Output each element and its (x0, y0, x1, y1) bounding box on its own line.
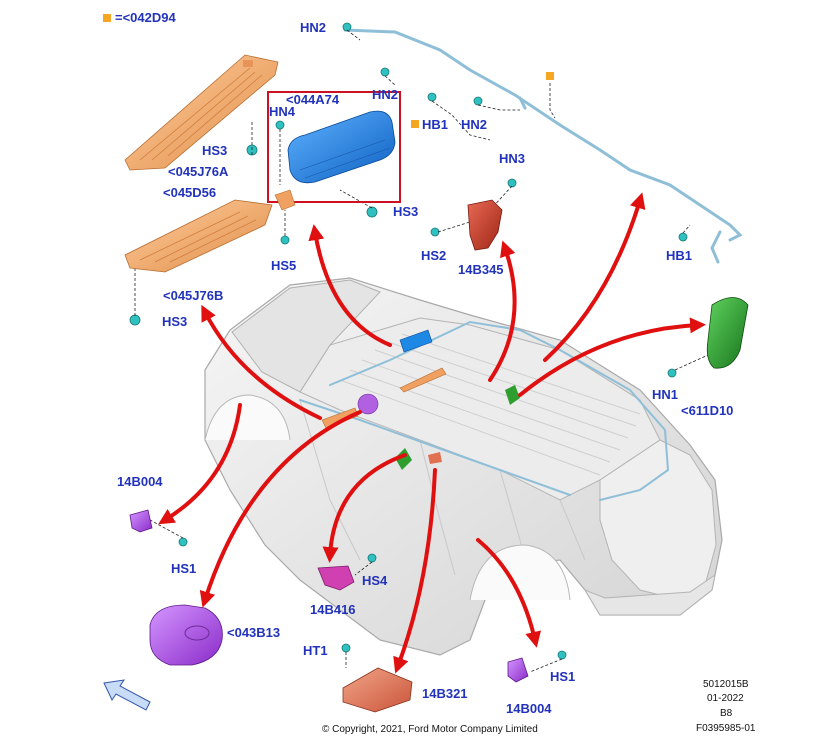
label-045d56: <045D56 (163, 185, 217, 200)
figure-id: F0395985-01 (696, 723, 756, 734)
clip-hs4 (367, 553, 377, 563)
clip-hn2-mid (380, 67, 390, 77)
sensor-14b416 (317, 565, 355, 591)
copyright: © Copyright, 2021, Ford Motor Company Li… (322, 724, 538, 735)
mini-airbag-on-vehicle (399, 329, 433, 353)
label-14b416: 14B416 (310, 602, 356, 617)
harness-top-branch2 (518, 96, 527, 110)
label-hn2-mid: HN2 (372, 87, 399, 102)
airbag-044a74 (287, 110, 396, 184)
clip-hs1-right (557, 650, 567, 660)
harness-top (343, 28, 743, 242)
label-hn4: HN4 (269, 104, 296, 119)
label-hs1-left: HS1 (171, 561, 197, 576)
leader-lines (134, 29, 709, 673)
clip-hs3-lower (129, 314, 141, 326)
label-043b13: <043B13 (227, 625, 281, 640)
sensor-611d10 (706, 297, 749, 369)
mini-bracket-on-vehicle-2 (321, 407, 359, 429)
clip-hs2 (430, 227, 440, 237)
label-hs4: HS4 (362, 573, 388, 588)
legend-marker (103, 14, 111, 22)
module-14b321 (342, 667, 413, 713)
label-hn1: HN1 (652, 387, 679, 402)
label-14b004-right: 14B004 (506, 701, 552, 716)
harness-marker (546, 72, 554, 80)
label-044a74: <044A74 (286, 92, 340, 107)
hb1-marker (411, 120, 419, 128)
label-hn3: HN3 (499, 151, 526, 166)
mini-sensor-on-vehicle-2 (395, 448, 412, 470)
arrow-to-611d10 (518, 317, 706, 397)
harness-top-branch (710, 230, 722, 264)
clip-hn2-top (342, 22, 352, 32)
arrow-to-harness (543, 192, 646, 362)
drawing-date: 01-2022 (707, 693, 744, 704)
drawing-revision: B8 (720, 708, 733, 719)
label-hb1-right: HB1 (666, 248, 693, 263)
clip-hb1-right (678, 232, 688, 242)
sensor-14b004-left (129, 509, 153, 533)
label-hs2: HS2 (421, 248, 447, 263)
arrow-to-14b345 (488, 240, 517, 382)
highlight-box (267, 91, 401, 203)
strip-045d56 (274, 189, 296, 211)
clip-hs1-left (178, 537, 188, 547)
label-hs3-upper: HS3 (202, 143, 228, 158)
front-wheel-arch (204, 394, 291, 441)
drawing-code: 5012015B (703, 679, 749, 690)
arrow-to-14b004-right (476, 538, 541, 648)
roof-ribs (339, 333, 641, 476)
label-hs3-box: HS3 (393, 204, 419, 219)
arrow-to-airbag (308, 224, 392, 347)
clip-ht1 (341, 643, 351, 653)
label-14b321: 14B321 (422, 686, 468, 701)
mini-sensor-on-vehicle (505, 385, 520, 405)
module-14b345 (467, 199, 503, 251)
arrow-to-14b416 (322, 453, 407, 563)
steering-wheel-airbag-on-vehicle (357, 393, 379, 415)
view-direction-arrow-icon (103, 679, 151, 711)
sensor-14b004-right (507, 657, 529, 683)
legend-text: =<042D94 (115, 10, 176, 25)
red-arrows (158, 192, 706, 674)
label-611d10: <611D10 (681, 403, 734, 418)
rear-bumper (583, 573, 716, 616)
label-hs5: HS5 (271, 258, 297, 273)
label-hs3-lower: HS3 (162, 314, 188, 329)
label-hb1-top: HB1 (422, 117, 449, 132)
arrow-to-14b321 (393, 468, 437, 674)
mini-module-on-vehicle (428, 452, 442, 464)
clip-hn3 (507, 178, 517, 188)
arrow-to-bracket (201, 304, 322, 420)
clip-hs3-box (366, 206, 378, 218)
clip-hn2-right (473, 96, 483, 106)
bracket-045j76b (124, 199, 273, 273)
label-045j76a: <045J76A (168, 164, 229, 179)
label-14b345: 14B345 (458, 262, 504, 277)
label-045j76b: <045J76B (163, 288, 224, 303)
arrow-to-043b13 (199, 410, 362, 608)
airbag-043b13 (149, 604, 223, 666)
label-ht1: HT1 (303, 643, 328, 658)
clip-hn4 (275, 120, 285, 130)
clip-hs5 (280, 235, 290, 245)
mini-bracket-on-vehicle (399, 367, 447, 393)
label-14b004-left: 14B004 (117, 474, 163, 489)
label-hs1-right: HS1 (550, 669, 576, 684)
label-hn2-top: HN2 (300, 20, 327, 35)
bracket-045j76a (124, 54, 279, 171)
label-hn2-right: HN2 (461, 117, 488, 132)
clip-hn1 (667, 368, 677, 378)
clip-hb1-top (427, 92, 437, 102)
arrow-to-14b004-left (158, 403, 242, 525)
